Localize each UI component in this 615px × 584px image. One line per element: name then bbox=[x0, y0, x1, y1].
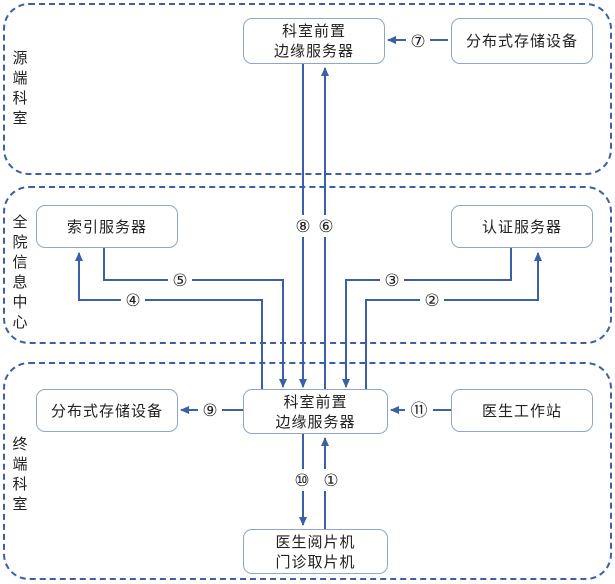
viewer-kiosk-line1: 医生阅片机 bbox=[275, 532, 356, 551]
viewer-kiosk-line2: 门诊取片机 bbox=[275, 552, 356, 571]
step-7: ⑦ bbox=[410, 32, 425, 52]
auth-server: 认证服务器 bbox=[451, 205, 593, 248]
step-3: ③ bbox=[384, 271, 399, 291]
region-center bbox=[3, 186, 612, 344]
edge-server-terminal: 科室前置 边缘服务器 bbox=[243, 389, 388, 434]
region-label-source: 源端科室 bbox=[12, 49, 28, 127]
edge-server-source-line2: 边缘服务器 bbox=[273, 42, 354, 60]
step-10: ⑩ bbox=[294, 471, 309, 491]
step-6: ⑥ bbox=[318, 217, 333, 237]
step-9: ⑨ bbox=[202, 401, 217, 421]
arrow-4 bbox=[75, 252, 263, 391]
edge-server-source: 科室前置 边缘服务器 bbox=[243, 18, 385, 64]
storage-terminal-label: 分布式存储设备 bbox=[50, 401, 163, 420]
region-label-center: 全院信息中心 bbox=[12, 213, 28, 331]
index-server: 索引服务器 bbox=[36, 205, 178, 248]
arrow-5 bbox=[103, 248, 287, 388]
arrow-2 bbox=[365, 252, 542, 391]
step-5: ⑤ bbox=[172, 271, 187, 291]
storage-source: 分布式存储设备 bbox=[451, 18, 593, 64]
edge-server-terminal-line2: 边缘服务器 bbox=[275, 412, 356, 431]
region-terminal bbox=[3, 362, 612, 580]
region-label-terminal: 终端科室 bbox=[12, 435, 28, 513]
step-2: ② bbox=[424, 291, 439, 311]
index-server-label: 索引服务器 bbox=[66, 217, 147, 236]
storage-terminal: 分布式存储设备 bbox=[36, 389, 178, 432]
step-1: ① bbox=[323, 471, 338, 491]
region-source bbox=[3, 3, 612, 175]
step-8: ⑧ bbox=[295, 217, 310, 237]
viewer-kiosk: 医生阅片机 门诊取片机 bbox=[243, 529, 388, 574]
arrow-3 bbox=[342, 248, 512, 388]
edge-server-source-line1: 科室前置 bbox=[281, 22, 346, 40]
edge-server-terminal-line1: 科室前置 bbox=[283, 392, 348, 411]
doctor-workstation-label: 医生工作站 bbox=[481, 401, 562, 420]
step-11: ⑪ bbox=[411, 401, 428, 421]
doctor-workstation: 医生工作站 bbox=[451, 389, 593, 432]
step-4: ④ bbox=[125, 291, 140, 311]
auth-server-label: 认证服务器 bbox=[481, 217, 562, 236]
storage-source-label: 分布式存储设备 bbox=[465, 32, 578, 50]
